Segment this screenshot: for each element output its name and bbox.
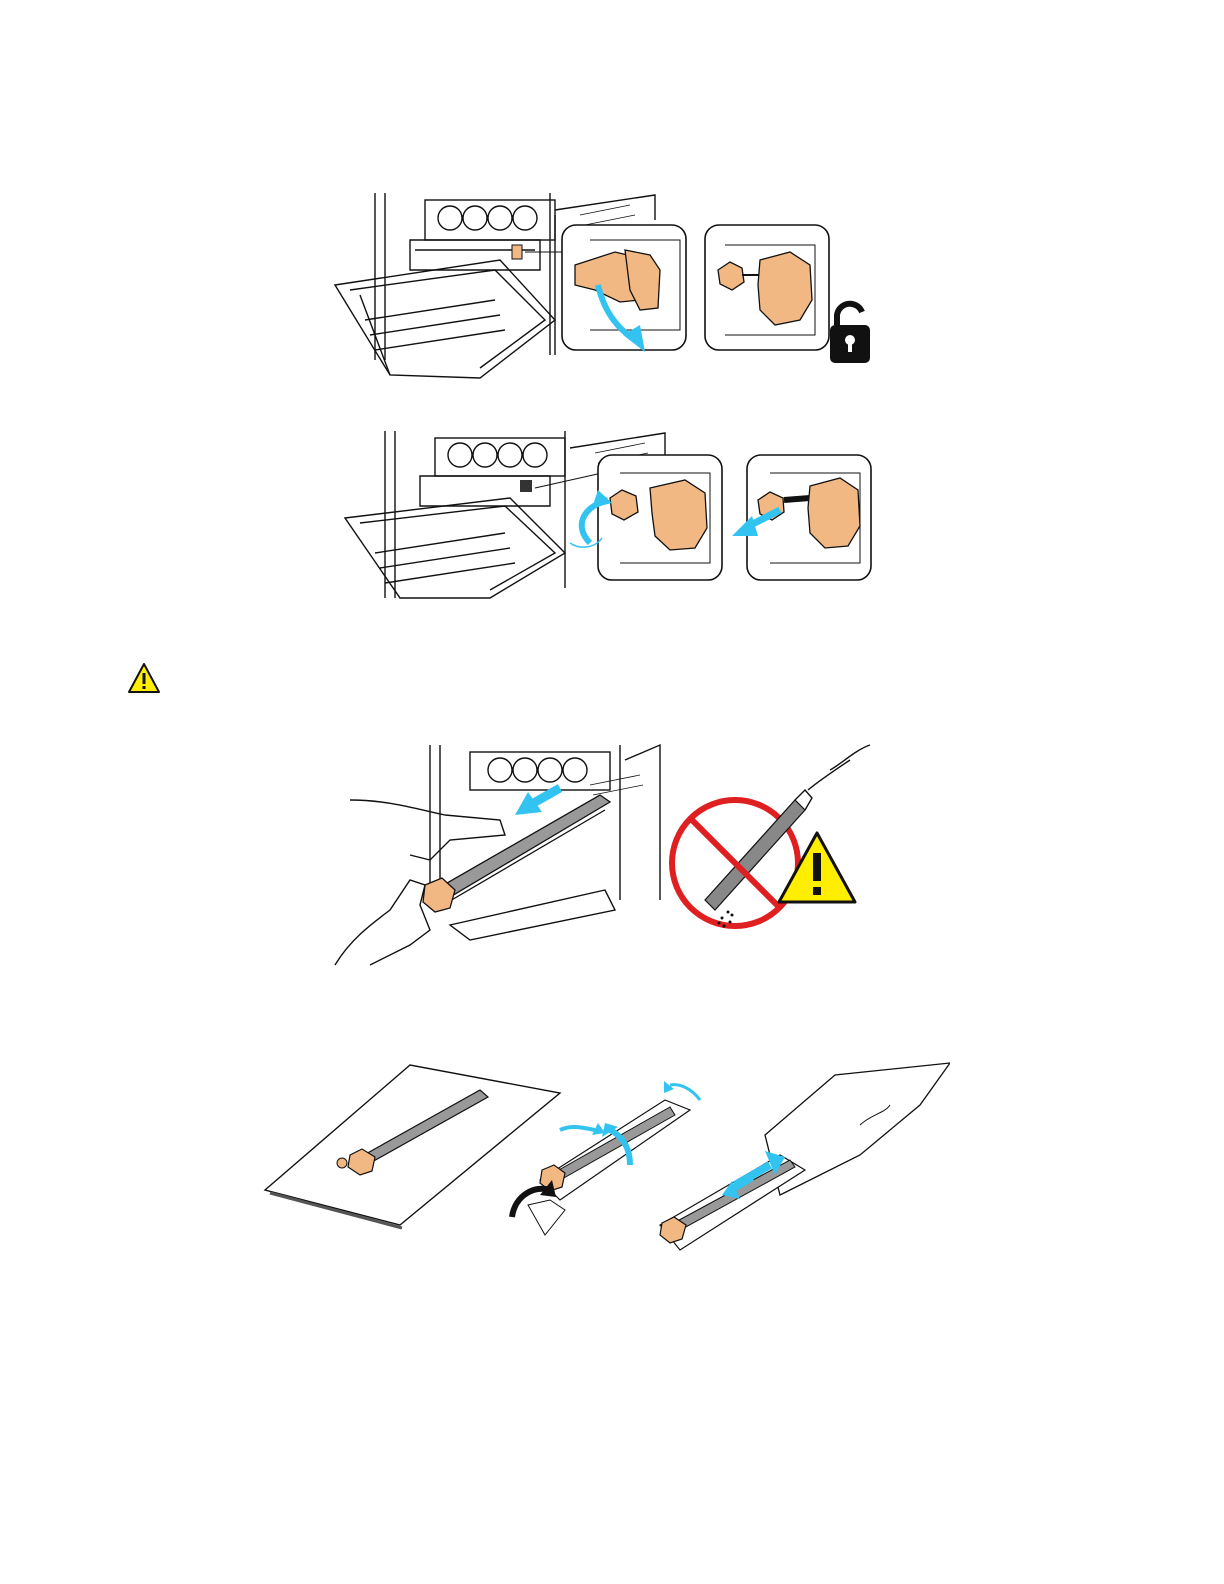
drum-removal-illustration xyxy=(330,740,885,970)
slide-arrow-icon xyxy=(515,788,560,815)
printer-illustration xyxy=(330,190,875,380)
inset-unlocked-lever xyxy=(705,225,829,350)
unlock-icon xyxy=(830,304,870,363)
figure-wrap-drum xyxy=(260,1045,950,1265)
figure-remove-drum xyxy=(330,740,885,970)
drum-wrapping xyxy=(528,1100,690,1235)
drum-in-bag xyxy=(660,1063,950,1250)
printer-illustration-2 xyxy=(340,428,875,603)
figure-remove-knob xyxy=(340,428,875,603)
figure-unlock-lever xyxy=(330,190,875,380)
bag-wrapping-illustration xyxy=(260,1045,950,1265)
inset-rotate-knob xyxy=(598,455,722,580)
caution-icon xyxy=(127,662,161,694)
inset-rotate-lever xyxy=(562,225,686,352)
